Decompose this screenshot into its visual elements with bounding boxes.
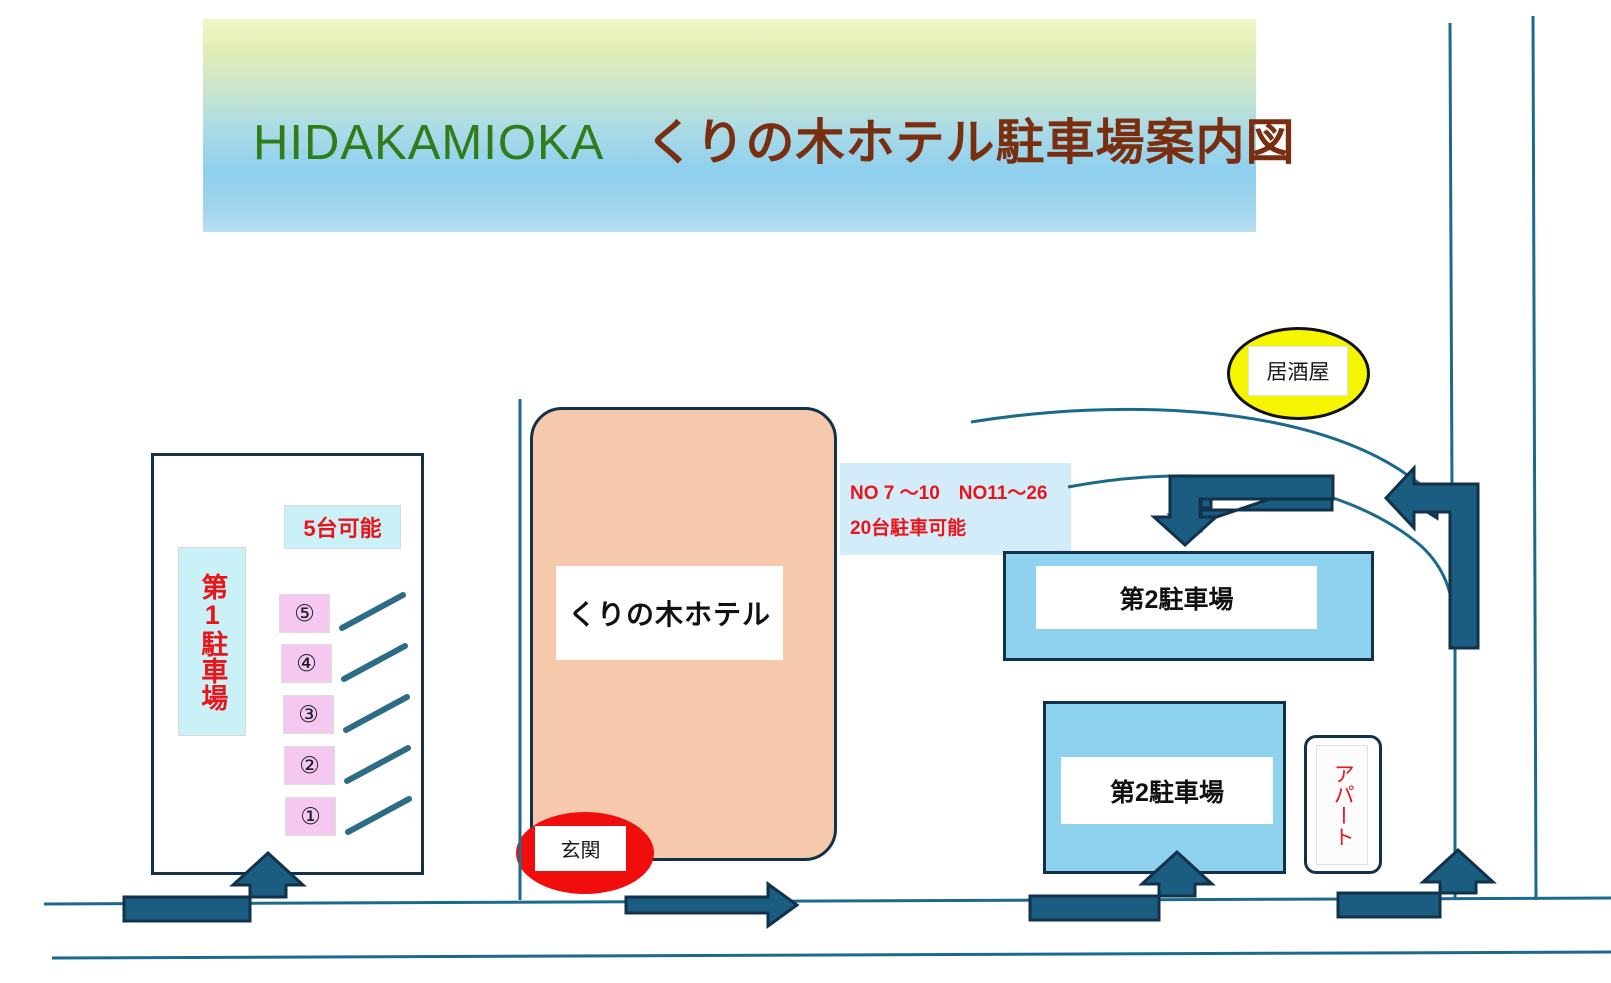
parking-lot-2-upper-label: 第2駐車場 [1036, 566, 1317, 629]
parking-lot-1-label-text: 第1駐車場 [197, 572, 228, 711]
title-english: HIDAKAMIOKA [253, 116, 602, 170]
parking-lot-1-capacity-label: 5台可能 [284, 505, 401, 549]
parking-stall-2-number: ② [299, 752, 320, 778]
parking-stall-4: ④ [281, 644, 332, 683]
arrow-front-of-hotel [624, 881, 800, 929]
parking-stall-5: ⑤ [279, 594, 330, 633]
arrow-left-turn-right-side [1383, 464, 1480, 650]
parking-stall-1-number: ① [300, 803, 321, 829]
parking-number-range-text: NO 7 〜10 NO11〜26 [850, 483, 1048, 504]
road-line-bottom-lower [51, 950, 1611, 960]
parking-stall-2: ② [284, 746, 335, 785]
parking-lot-2-lower-text: 第2駐車場 [1110, 778, 1224, 807]
apartment-label: アパート [1316, 745, 1368, 865]
road-line-bottom-upper [43, 896, 1611, 906]
parking-lot-1-label: 第1駐車場 [178, 547, 246, 736]
arrow-down-into-lot-2-upper [1150, 474, 1335, 548]
parking-stall-5-number: ⑤ [294, 600, 315, 626]
arrow-turn-left-upper-right [1410, 486, 1480, 638]
title-japanese: くりの木ホテル駐車場案内図 [645, 116, 1296, 170]
parking-stall-1: ① [285, 797, 336, 836]
parking-lot-1-capacity-text: 5台可能 [303, 516, 382, 541]
road-line-right-inner [1448, 22, 1454, 493]
parking-stall-3: ③ [283, 695, 334, 734]
apartment-label-text: アパート [1331, 763, 1355, 847]
title-banner: HIDAKAMIOKA くりの木ホテル駐車場案内図 [203, 19, 1294, 232]
parking-number-info-box: NO 7 〜10 NO11〜26 20台駐車可能 [840, 463, 1071, 555]
page-title: HIDAKAMIOKA くりの木ホテル駐車場案内図 [253, 103, 1294, 174]
parking-lot-2-upper-text: 第2駐車場 [1119, 585, 1234, 614]
hotel-name-text: くりの木ホテル [567, 599, 771, 630]
parking-lot-2-lower-label: 第2駐車場 [1061, 757, 1273, 824]
parking-capacity-text: 20台駐車可能 [850, 518, 967, 540]
parking-stall-4-number: ④ [296, 650, 317, 676]
hotel-entrance-label: 玄関 [535, 826, 626, 871]
arrow-enter-lot-2-upper-shape [1166, 477, 1333, 533]
road-line-right-outer [1531, 15, 1538, 901]
parking-stall-3-number: ③ [298, 701, 319, 727]
izakaya-label-text: 居酒屋 [1266, 361, 1330, 384]
izakaya-label: 居酒屋 [1248, 346, 1348, 396]
title-separator [602, 116, 646, 170]
hotel-name-label: くりの木ホテル [556, 566, 783, 660]
hotel-entrance-text: 玄関 [560, 840, 601, 862]
arrow-enter-lot-2-upper [1178, 475, 1334, 530]
